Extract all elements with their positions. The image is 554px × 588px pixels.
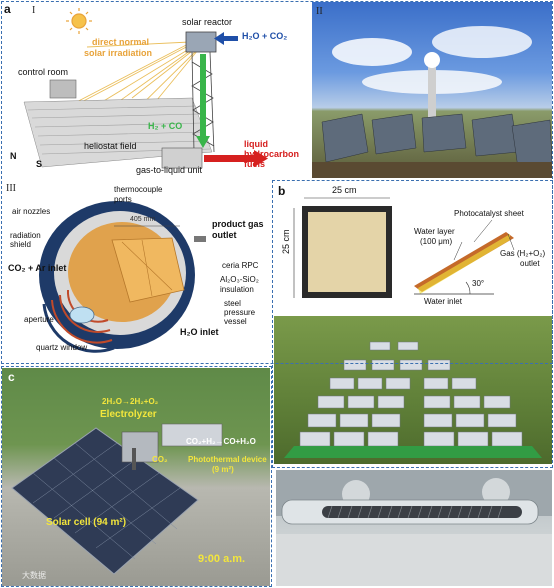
- fuels-label-1: liquid: [244, 139, 268, 149]
- steel-label-3: vessel: [224, 317, 247, 326]
- section-roman-2: II: [316, 6, 323, 17]
- frame-b: [272, 180, 553, 468]
- aperture-label: aperture: [24, 315, 54, 324]
- width-label: 25 cm: [332, 185, 357, 195]
- panel-tube-photo: [276, 470, 552, 586]
- section-roman-3: III: [6, 183, 16, 194]
- product-label-2: outlet: [212, 230, 237, 240]
- photothermal-label-2: (9 m²): [212, 465, 234, 474]
- sheet-label: Photocatalyst sheet: [454, 209, 524, 218]
- fuels-label-2: hydrocarbon: [244, 149, 300, 159]
- product-label-1: product gas: [212, 219, 264, 229]
- watermark: 大数据: [22, 571, 46, 580]
- ceria-label: ceria RPC: [222, 261, 259, 270]
- tower-photo: [428, 58, 436, 120]
- control-room-building: [49, 79, 77, 99]
- quartz-window: [69, 306, 95, 324]
- fuel-arrow: [254, 150, 268, 167]
- radiation-label-1: radiation: [10, 231, 41, 240]
- insulation-label-1: Al₂O₃-SiO₂: [220, 275, 259, 284]
- gtl-unit-label: gas-to-liquid unit: [136, 165, 203, 175]
- electrolyzer-label: Electrolyzer: [100, 409, 157, 420]
- dni-label-1: direct normal: [92, 37, 150, 47]
- gas-outlet-label-2: outlet: [520, 259, 540, 268]
- compass-north: N: [10, 151, 17, 161]
- section-roman-1: I: [32, 5, 36, 16]
- photocatalyst-panel-array: [299, 341, 523, 447]
- thermocouple-label-1: thermocouple: [114, 185, 163, 194]
- co2-ar-inlet-label: CO₂ + Ar inlet: [8, 263, 67, 273]
- panel-b-field-photo: [274, 316, 552, 464]
- h2o-inlet-label: H₂O inlet: [180, 327, 219, 337]
- input-label: H₂O + CO₂: [242, 31, 288, 41]
- panel-c-solar-photo: c 2H₂O→2H₂+O₂ Electrolyzer CO₂ CO₂+H₂→CO…: [2, 368, 270, 586]
- water-layer-label-2: (100 μm): [420, 237, 453, 246]
- dimension-label: 405 mm: [130, 216, 156, 223]
- photothermal-device: [161, 423, 223, 447]
- gas-outlet-label-1: Gas (H₂+O₂): [500, 249, 546, 258]
- frame-c: [1, 366, 272, 587]
- panel-a-reactor-cutaway: III thermocouple ports air nozzles produ…: [2, 180, 272, 360]
- panel-a-heliostat-photo: II: [312, 2, 552, 178]
- electrolyzer-unit: [121, 431, 159, 463]
- dni-label-2: solar irradiation: [84, 48, 153, 58]
- angle-label: 30°: [472, 279, 485, 288]
- panel-a-heliostat-diagram: a I solar reactor direct normal solar ir…: [2, 2, 312, 178]
- input-arrow: [214, 32, 224, 45]
- reaction-water-split: 2H₂O→2H₂+O₂: [102, 397, 159, 406]
- water-layer-label-1: Water layer: [414, 227, 455, 236]
- sun-icon: [66, 8, 92, 34]
- air-nozzles-label: air nozzles: [12, 207, 51, 216]
- insulation-label-2: insulation: [220, 285, 254, 294]
- panel-tag-a: a: [4, 2, 11, 16]
- photocatalyst-sheet: [308, 212, 386, 292]
- panel-b-photocatalyst-diagram: b 25 cm 25 cm Photocatalyst sheet Water …: [274, 182, 552, 314]
- syngas-arrow: [200, 54, 206, 138]
- compass-south: S: [36, 159, 43, 169]
- solar-cell-label: Solar cell (94 m²): [46, 517, 127, 528]
- syngas-label: H₂ + CO: [148, 121, 183, 131]
- heliostat-illustration: [23, 8, 268, 169]
- heliostat-field-label: heliostat field: [84, 141, 137, 151]
- time-label: 9:00 a.m.: [198, 553, 246, 565]
- quartz-window-label: quartz window: [36, 343, 88, 352]
- steel-label-2: pressure: [224, 308, 256, 317]
- absorber-coil: [322, 506, 522, 518]
- co2-label: CO₂: [152, 455, 168, 464]
- radiation-label-2: shield: [10, 240, 31, 249]
- control-room-label: control room: [18, 67, 69, 77]
- steel-label-1: steel: [224, 299, 241, 308]
- gtl-unit: [161, 147, 203, 169]
- panel-tag-b: b: [278, 184, 286, 198]
- photothermal-label-1: Photothermal device: [188, 455, 267, 464]
- water-inlet-label: Water inlet: [424, 297, 462, 306]
- panel-tag-c: c: [8, 370, 15, 384]
- solar-reactor-label: solar reactor: [182, 17, 233, 27]
- ceria-rpc: [111, 237, 185, 303]
- thermocouple-label-2: ports: [114, 195, 132, 204]
- fuels-label-3: fuels: [244, 159, 266, 169]
- reaction-co2-reduction: CO₂+H₂→CO+H₂O: [186, 437, 256, 446]
- reactor-illustration: [39, 201, 206, 353]
